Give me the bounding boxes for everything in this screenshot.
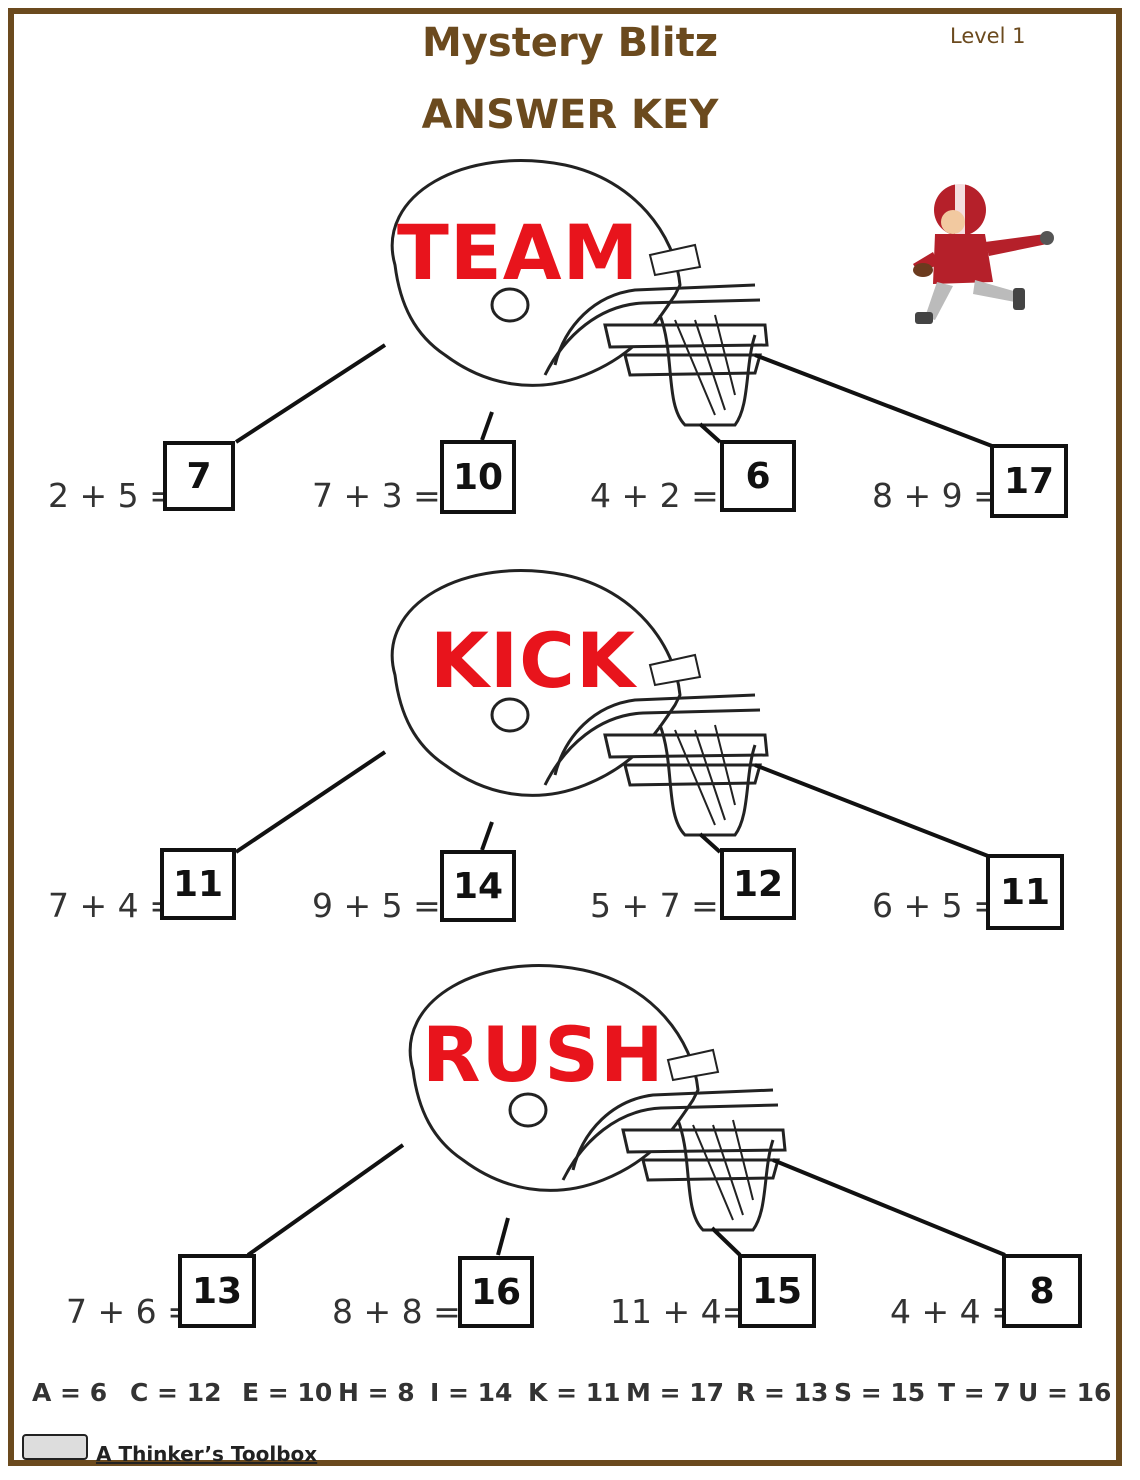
key-entry: U = 16 (1018, 1378, 1112, 1407)
key-entry: I = 14 (430, 1378, 513, 1407)
key-entry: T = 7 (938, 1378, 1011, 1407)
equation: 8 + 8 = (332, 1292, 461, 1331)
answer-box: 10 (440, 440, 516, 514)
equation: 2 + 5 = (48, 476, 177, 515)
answer-box: 7 (163, 441, 235, 511)
answer-box: 11 (986, 854, 1064, 930)
key-entry: E = 10 (242, 1378, 333, 1407)
key-entry: R = 13 (736, 1378, 829, 1407)
equation: 7 + 4 = (48, 886, 177, 925)
mystery-word: KICK (430, 616, 636, 705)
key-entry: S = 15 (834, 1378, 926, 1407)
answer-box: 14 (440, 850, 516, 922)
football-player-icon (913, 184, 1054, 324)
answer-box: 13 (178, 1254, 256, 1328)
answer-key-heading: ANSWER KEY (421, 92, 719, 138)
equation: 11 + 4= (610, 1292, 750, 1331)
equation: 9 + 5 = (312, 886, 441, 925)
level-label: Level 1 (950, 24, 1026, 48)
equation: 6 + 5 = (872, 886, 1001, 925)
equation: 7 + 6 = (66, 1292, 195, 1331)
key-entry: M = 17 (626, 1378, 725, 1407)
answer-box: 15 (738, 1254, 816, 1328)
answer-box: 6 (720, 440, 796, 512)
page-border (8, 8, 1122, 1466)
mystery-word: TEAM (397, 208, 640, 297)
answer-box: 8 (1002, 1254, 1082, 1328)
key-entry: A = 6 (32, 1378, 108, 1407)
answer-box: 11 (160, 848, 236, 920)
answer-box: 12 (720, 848, 796, 920)
equation: 4 + 2 = (590, 476, 719, 515)
answer-box: 17 (990, 444, 1068, 518)
mystery-word: RUSH (422, 1010, 665, 1099)
equation: 8 + 9 = (872, 476, 1001, 515)
key-entry: C = 12 (130, 1378, 222, 1407)
key-entry: K = 11 (528, 1378, 621, 1407)
equation: 4 + 4 = (890, 1292, 1019, 1331)
page-title: Mystery Blitz (422, 20, 718, 66)
license-badge (22, 1434, 88, 1460)
answer-box: 16 (458, 1256, 534, 1328)
equation: 5 + 7 = (590, 886, 719, 925)
key-entry: H = 8 (338, 1378, 415, 1407)
credit-link[interactable]: A Thinker’s Toolbox (96, 1442, 318, 1466)
equation: 7 + 3 = (312, 476, 441, 515)
